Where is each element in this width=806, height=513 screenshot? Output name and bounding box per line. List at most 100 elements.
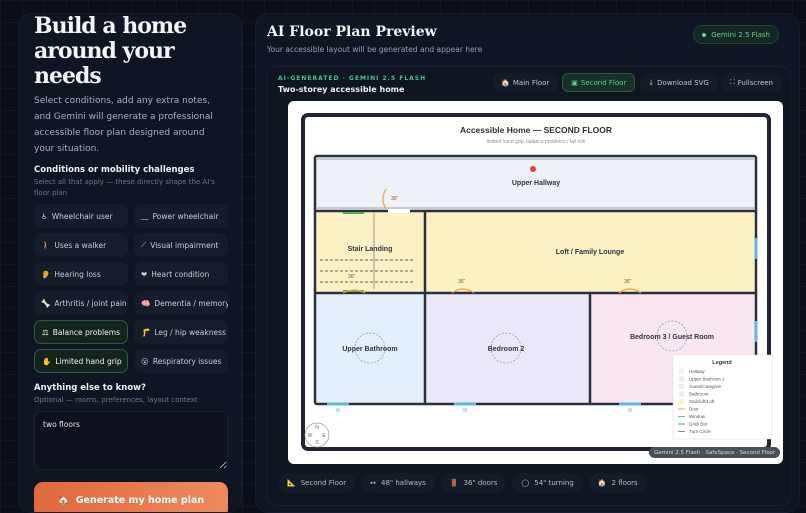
- svg-text:Upper Bathroom: Upper Bathroom: [342, 346, 397, 353]
- conditions-heading: Conditions or mobility challenges: [34, 165, 195, 175]
- main-floor-tab[interactable]: 🏠Main Floor: [493, 73, 558, 92]
- condition-label: Dementia / memory: [154, 298, 228, 308]
- spec-icon: 🏠: [597, 479, 607, 487]
- svg-text:Upper Hallway: Upper Hallway: [512, 180, 560, 187]
- condition-label: Balance problems: [52, 327, 120, 337]
- legend-item: Hallway: [689, 369, 706, 374]
- room-loft: [425, 211, 756, 293]
- condition-icon: 🧠: [141, 298, 151, 308]
- house-icon: 🏠: [501, 78, 510, 87]
- house-icon: 🏠: [57, 494, 70, 506]
- condition-chip[interactable]: ❤Heart condition: [134, 262, 228, 286]
- condition-chip[interactable]: 😮Respiratory issues: [134, 349, 228, 373]
- fullscreen-icon: ⛶: [729, 78, 735, 86]
- spec-icon: 📐: [287, 479, 296, 487]
- second-floor-tab[interactable]: ▣Second Floor: [562, 73, 636, 92]
- spec-label: Second Floor: [300, 479, 347, 487]
- condition-chip[interactable]: ♿Wheelchair user: [34, 204, 128, 228]
- condition-icon: ✋: [42, 356, 52, 366]
- condition-label: Uses a walker: [54, 240, 107, 250]
- condition-chip[interactable]: ✋Limited hand grip: [34, 349, 128, 373]
- condition-label: Power wheelchair: [152, 211, 219, 221]
- preview-title: AI Floor Plan Preview: [267, 24, 437, 40]
- condition-label: Wheelchair user: [51, 211, 113, 221]
- condition-chip[interactable]: 🦵Leg / hip weakness: [134, 320, 228, 344]
- intro-text: Select conditions, add any extra notes, …: [34, 96, 213, 154]
- legend-item: Grab Bar: [689, 422, 708, 427]
- condition-icon: 🚶: [41, 240, 51, 250]
- svg-text:E: E: [322, 433, 326, 439]
- svg-text:W: W: [463, 408, 468, 414]
- room-labels: Upper Hallway Stair Landing Loft / Famil…: [342, 180, 714, 353]
- spec-chip: ↔ 48" hallways: [361, 473, 435, 493]
- svg-text:S: S: [315, 440, 319, 446]
- legend-swatch: [679, 391, 684, 397]
- floor-plan: Accessible Home — SECOND FLOOR limited h…: [301, 113, 773, 451]
- condition-label: Leg / hip weakness: [154, 327, 226, 337]
- legend-swatch: [679, 384, 684, 389]
- condition-chip[interactable]: 🦴Arthritis / joint pain: [34, 291, 128, 315]
- condition-label: Visual impairment: [150, 240, 219, 250]
- condition-chip[interactable]: ⟋Visual impairment: [134, 233, 228, 257]
- condition-icon: 👂: [41, 269, 51, 279]
- download-svg-button[interactable]: ↓Download SVG: [640, 73, 717, 92]
- room-stair: [315, 211, 425, 293]
- condition-chip[interactable]: ⎽Power wheelchair: [134, 204, 228, 228]
- legend-item: Stair/Lift/Loft: [689, 399, 715, 404]
- spec-chip: 🚪36" doors: [440, 473, 507, 493]
- spec-icon: ◯: [521, 479, 530, 487]
- model-badge-label: Gemini 2.5 Flash: [711, 30, 770, 39]
- svg-text:Bedroom 3 / Guest Room: Bedroom 3 / Guest Room: [630, 334, 714, 341]
- spec-label: 48" hallways: [381, 479, 426, 487]
- room-bath: [315, 293, 425, 404]
- svg-text:N: N: [315, 425, 319, 431]
- legend-item: Bathroom: [689, 392, 709, 397]
- svg-text:36": 36": [348, 274, 356, 280]
- generate-button[interactable]: 🏠 Generate my home plan: [34, 482, 228, 512]
- watermark-badge: Gemini 2.5 Flash · SafeSpace · Second Fl…: [649, 447, 781, 458]
- svg-text:W: W: [308, 433, 313, 439]
- spec-chips: 📐 Second Floor ↔ 48" hallways 🚪36" doors ◯ 54"…: [278, 473, 647, 493]
- svg-text:Stair Landing: Stair Landing: [348, 246, 393, 253]
- spec-label: 54" turning: [534, 479, 574, 487]
- svg-text:36": 36": [391, 196, 399, 202]
- notes-input[interactable]: two floors: [34, 411, 228, 470]
- download-icon: ↓: [648, 78, 655, 87]
- svg-text:W: W: [628, 408, 633, 414]
- walls: [313, 154, 758, 406]
- room-bed2: [425, 293, 590, 404]
- stair-treads: [320, 259, 415, 283]
- condition-chip[interactable]: 🧠Dementia / memory: [134, 291, 228, 315]
- floor-plan-card: Accessible Home — SECOND FLOOR limited h…: [288, 101, 783, 464]
- legend-item: Guest/Caregiver: [689, 384, 722, 389]
- door-labels: 36"36"36"36": [348, 196, 632, 285]
- conditions-hint: Select all that apply — these directly s…: [34, 178, 215, 197]
- main-floor-label: Main Floor: [512, 78, 550, 87]
- plan-toolbar: 🏠Main Floor ▣Second Floor ↓Download SVG …: [493, 73, 781, 92]
- legend-swatch: [679, 399, 684, 404]
- condition-label: Limited hand grip: [55, 356, 122, 366]
- room-hallway: [315, 156, 756, 211]
- condition-chip[interactable]: ⚖Balance problems: [34, 320, 128, 344]
- spec-icon: ↔: [370, 479, 376, 487]
- condition-label: Respiratory issues: [152, 356, 222, 366]
- door-swings: [342, 188, 642, 294]
- condition-chip[interactable]: 🚶Uses a walker: [34, 233, 128, 257]
- notes-hint: Optional — rooms, preferences, layout co…: [34, 396, 198, 404]
- condition-icon: ♿: [41, 211, 48, 221]
- condition-chip[interactable]: 👂Hearing loss: [34, 262, 128, 286]
- status-dot-icon: [702, 32, 707, 37]
- generate-label: Generate my home plan: [75, 494, 205, 506]
- model-badge: Gemini 2.5 Flash: [693, 25, 779, 44]
- spec-label: 2 floors: [611, 479, 638, 487]
- page-title: Build a home around your needs: [34, 13, 187, 89]
- second-floor-label: Second Floor: [580, 78, 627, 87]
- condition-label: Hearing loss: [54, 269, 101, 279]
- plan-title: Accessible Home — SECOND FLOOR: [460, 125, 612, 135]
- preview-subtitle: Your accessible layout will be generated…: [267, 45, 483, 54]
- svg-text:Loft / Family Lounge: Loft / Family Lounge: [556, 249, 625, 256]
- condition-icon: ⟋: [141, 240, 147, 249]
- fullscreen-label: Fullscreen: [737, 78, 773, 87]
- fullscreen-button[interactable]: ⛶Fullscreen: [721, 73, 781, 92]
